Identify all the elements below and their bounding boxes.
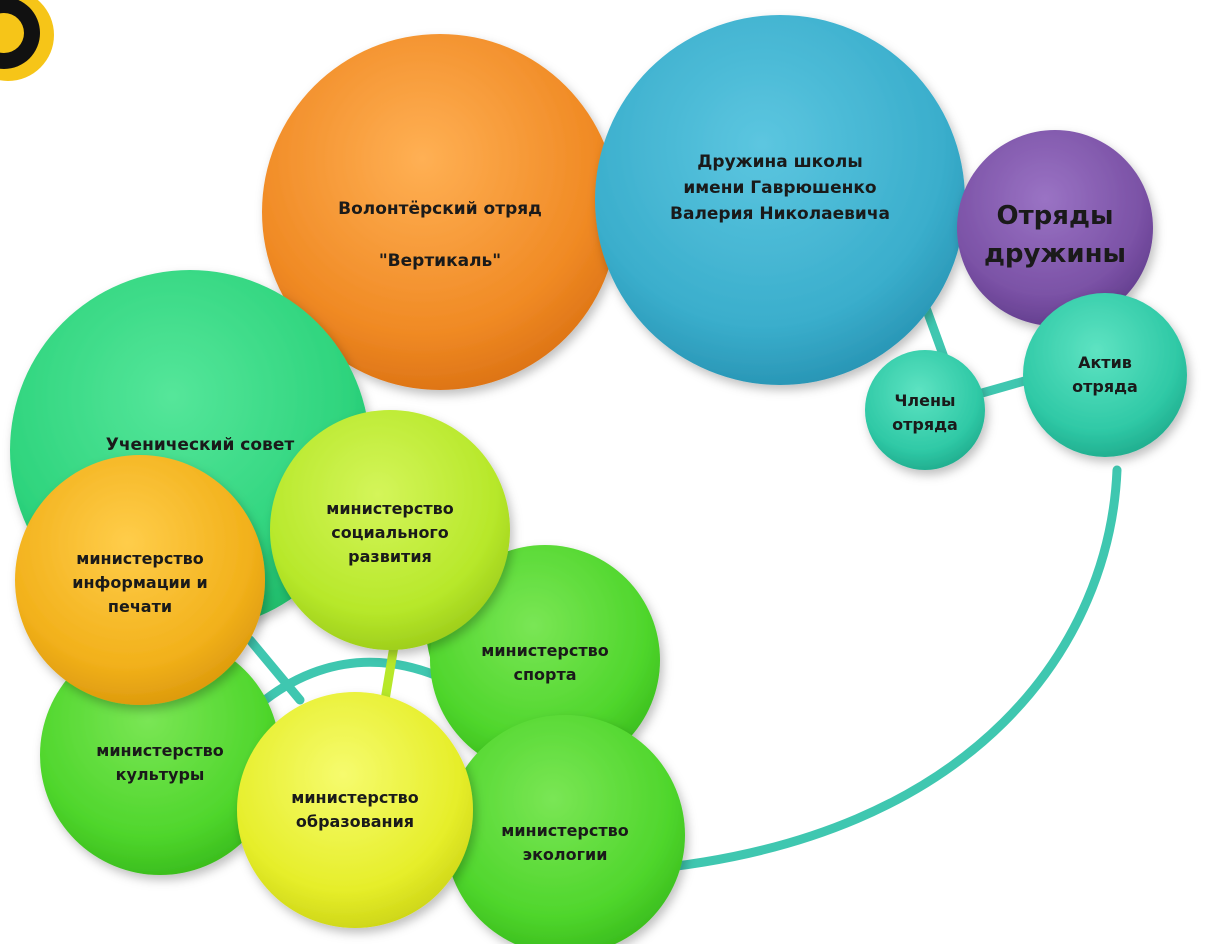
circle-ecology xyxy=(445,715,685,944)
sun-logo-icon xyxy=(0,0,54,81)
circle-members xyxy=(865,350,985,470)
circle-volunteer xyxy=(262,34,618,390)
connector-druzhina-members xyxy=(920,300,950,365)
circle-education xyxy=(237,692,473,928)
circle-squads xyxy=(957,130,1153,326)
circle-info xyxy=(15,455,265,705)
circle-druzhina xyxy=(595,15,965,385)
circle-sport xyxy=(430,545,660,775)
circle-active xyxy=(1023,293,1187,457)
connector-council-info xyxy=(245,635,305,705)
connector-social-education xyxy=(380,635,400,705)
circle-social xyxy=(270,410,510,650)
connector-arc-main xyxy=(635,465,1122,875)
